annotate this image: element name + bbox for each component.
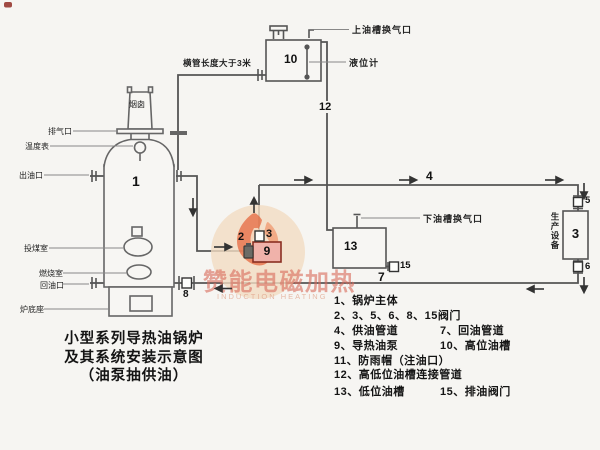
valve-8-body bbox=[181, 277, 193, 289]
upper-tank-vent-label: 上油槽换气口 bbox=[352, 25, 413, 35]
title-line-3: （油泵抽供油） bbox=[79, 368, 189, 384]
legend-row: 2、3、5、6、8、15阀门 bbox=[334, 309, 461, 322]
pump-and-valves bbox=[181, 196, 584, 289]
valve-5-body bbox=[572, 196, 584, 208]
valve-8-number: 8 bbox=[183, 289, 189, 300]
valve-2-body bbox=[243, 245, 254, 259]
valve-3-body bbox=[254, 230, 265, 242]
supply-pipe-4 bbox=[259, 184, 579, 198]
level-gauge-label: 液位计 bbox=[349, 58, 380, 68]
low-tank-number: 13 bbox=[344, 239, 358, 253]
rain-cap bbox=[269, 25, 288, 32]
valve-2-number: 2 bbox=[238, 231, 245, 243]
valve-6-body bbox=[572, 261, 584, 273]
return-pipe-7 bbox=[174, 271, 579, 284]
legend-row: 11、防雨帽（注油口） bbox=[334, 354, 451, 367]
combustion-chamber-label: 燃烧室 bbox=[39, 269, 63, 278]
watermark-logo: 赞能电磁加热 INDUCTION HEATING bbox=[202, 205, 356, 301]
return-pipe-number: 7 bbox=[378, 270, 385, 284]
boiler-number: 1 bbox=[132, 173, 140, 189]
valve-15-number: 15 bbox=[400, 260, 411, 271]
production-equipment-box bbox=[562, 210, 589, 260]
supply-pipe-number: 4 bbox=[426, 169, 433, 183]
pipe-note-label: 横管长度大于3米 bbox=[183, 58, 252, 68]
valve-6-number: 6 bbox=[585, 261, 591, 272]
boiler-body bbox=[103, 86, 175, 317]
leader-lines bbox=[44, 29, 420, 310]
furnace-door bbox=[129, 295, 153, 312]
thermometer-label: 温度表 bbox=[25, 142, 49, 151]
title-line-2: 及其系统安装示意图 bbox=[64, 349, 204, 366]
oil-outlet-label: 出油口 bbox=[19, 171, 43, 180]
oil-return-label: 回油口 bbox=[40, 280, 64, 290]
flanges bbox=[91, 69, 583, 290]
lower-tank-vent-label: 下油槽换气口 bbox=[423, 214, 484, 224]
watermark-cn-text: 赞能电磁加热 bbox=[202, 268, 356, 296]
chimney bbox=[127, 91, 153, 130]
valve-15-body bbox=[388, 261, 400, 273]
furnace-base-label: 炉底座 bbox=[20, 305, 44, 314]
legend-row: 12、高低位油槽连接管道 bbox=[334, 369, 463, 382]
low-tank bbox=[332, 213, 387, 269]
coal-door bbox=[123, 237, 153, 257]
equipment-number: 3 bbox=[571, 226, 580, 241]
tank-connect-pipe-12 bbox=[320, 41, 333, 231]
high-tank bbox=[265, 25, 322, 82]
watermark-en-text: INDUCTION HEATING bbox=[217, 292, 328, 301]
coal-chamber-label: 投煤室 bbox=[24, 244, 48, 253]
pump-number: 9 bbox=[263, 244, 271, 258]
diagram-title: 小型系列导热油锅炉 及其系统安装示意图 （油泵抽供油） bbox=[36, 330, 232, 386]
chimney-flange bbox=[116, 128, 164, 135]
valve-5-number: 5 bbox=[585, 195, 591, 206]
air-vent-label: 排气口 bbox=[48, 127, 72, 136]
expansion-pipe bbox=[177, 74, 268, 170]
title-line-1: 小型系列导热油锅炉 bbox=[64, 331, 204, 347]
upper-vent-stub bbox=[308, 29, 314, 38]
connect-pipe-number: 12 bbox=[318, 101, 333, 113]
production-equipment-label: 生产设备 bbox=[550, 212, 560, 250]
legend-row: 1、锅炉主体 bbox=[334, 295, 399, 307]
combustion-door bbox=[126, 264, 152, 280]
flow-arrows bbox=[188, 175, 589, 295]
riser-flange bbox=[170, 131, 187, 135]
valve-3-number: 3 bbox=[266, 228, 273, 240]
corner-artifact bbox=[4, 2, 12, 8]
thermometer-dial bbox=[133, 141, 147, 154]
chimney-label: 烟囱 bbox=[129, 100, 145, 109]
high-tank-number: 10 bbox=[284, 52, 298, 66]
